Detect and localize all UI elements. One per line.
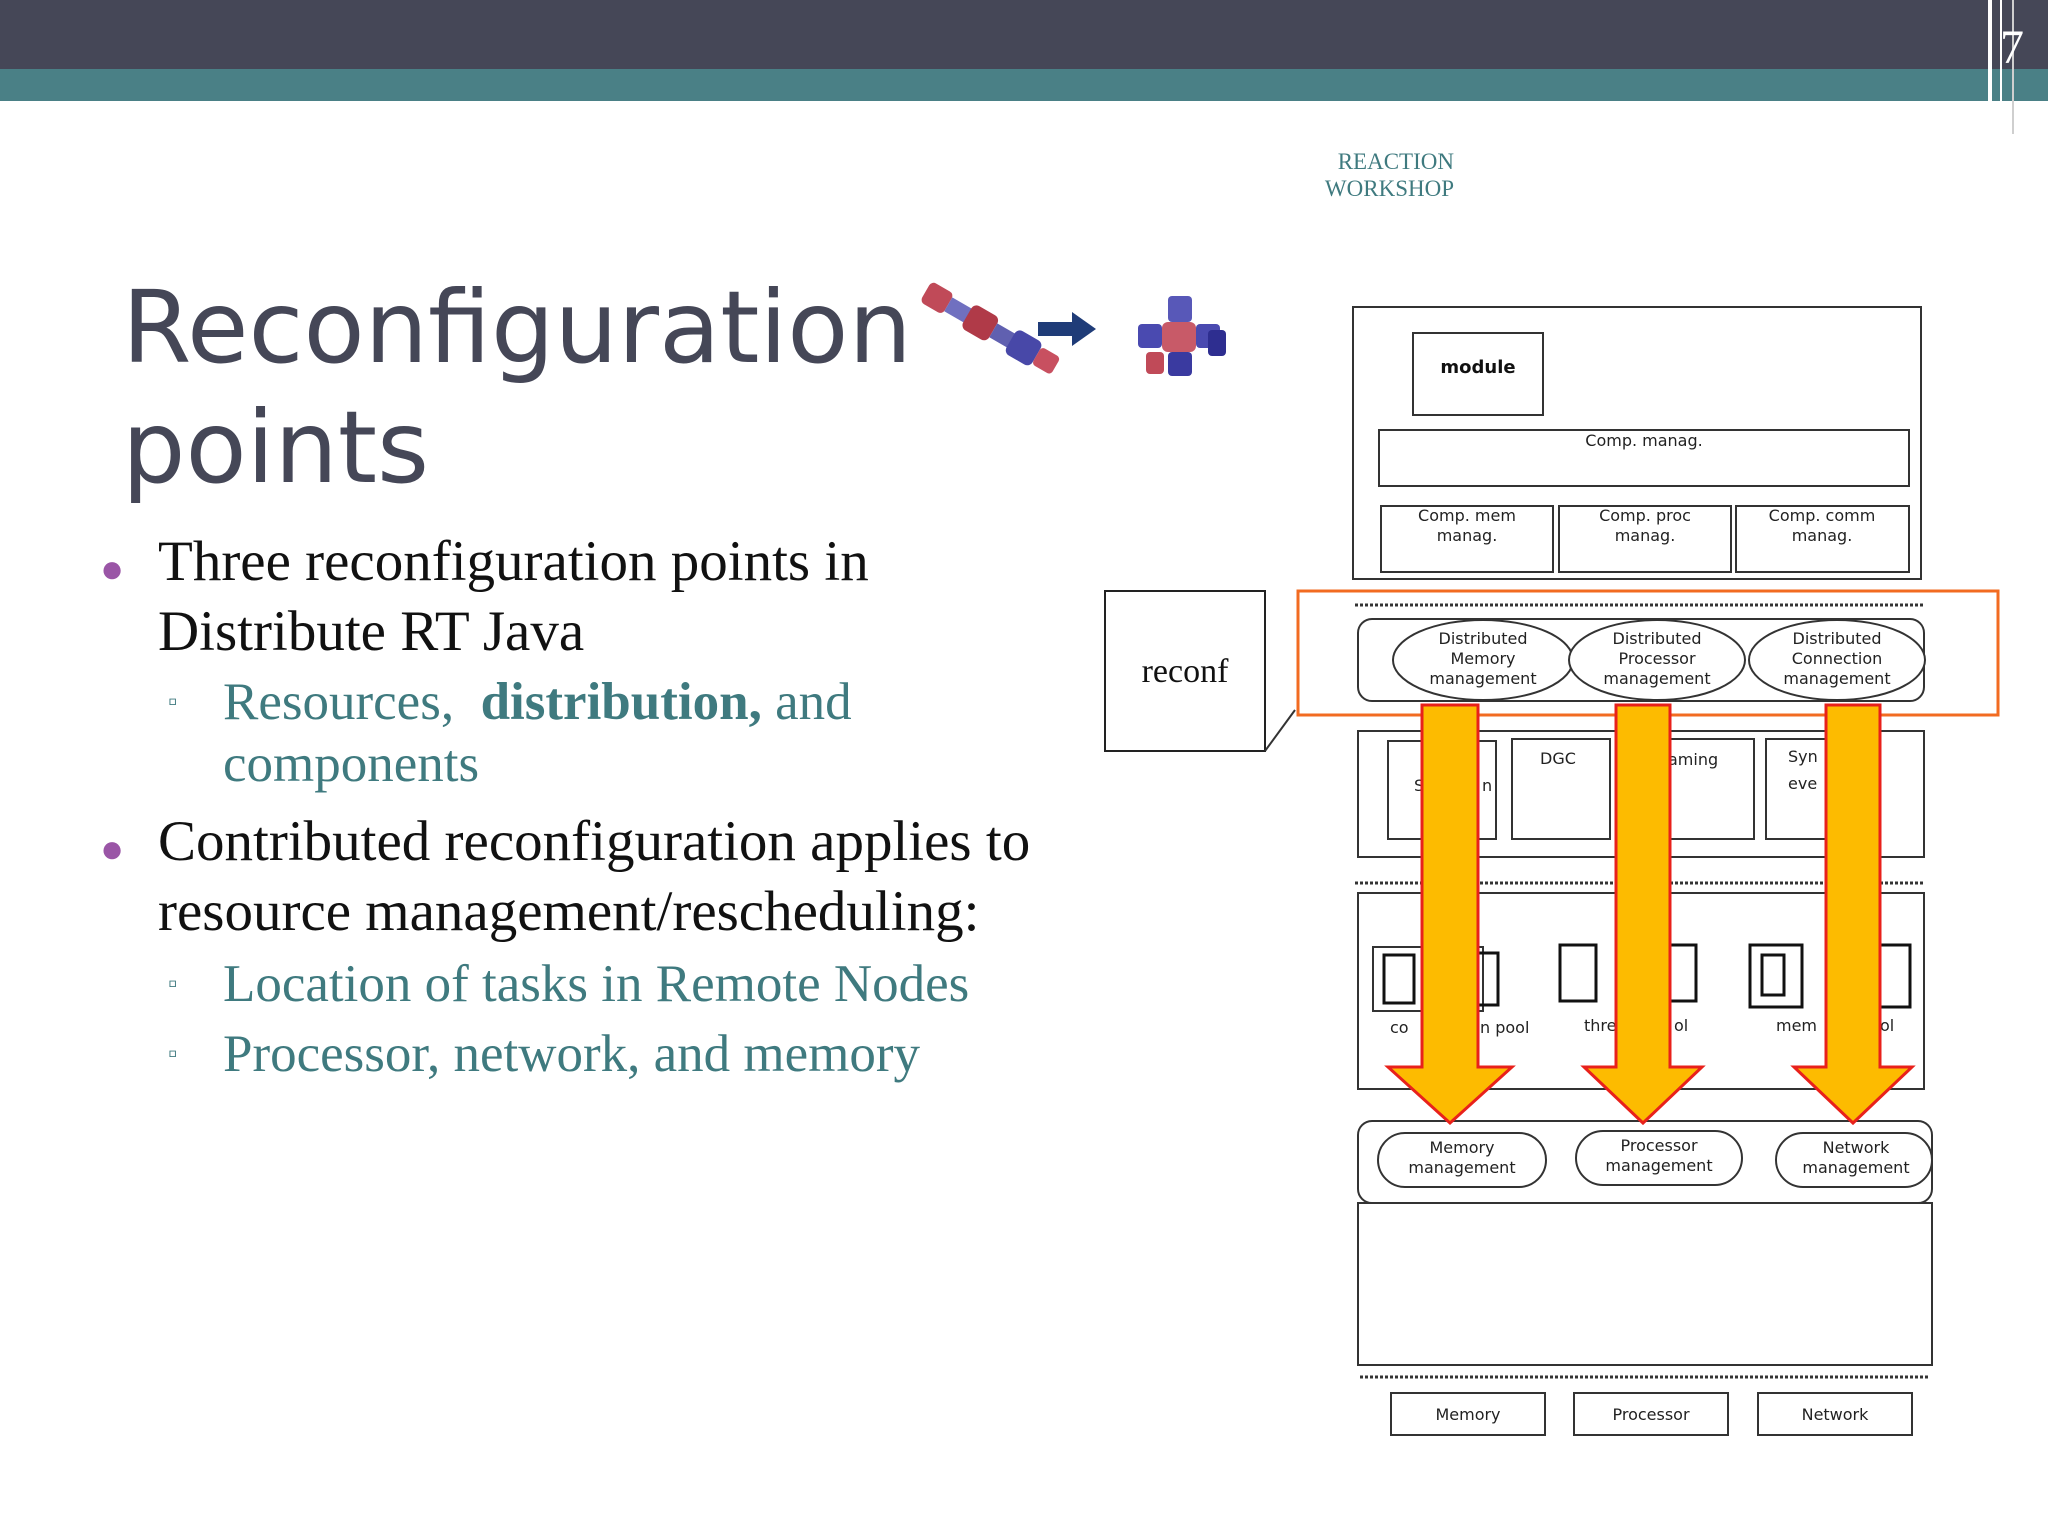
pool-label: n pool (1480, 1018, 1529, 1037)
sub-text: Resources, (223, 673, 481, 731)
down-arrow-processor (1580, 703, 1706, 1126)
distributed-connection-ellipse (1748, 619, 1926, 701)
sub-bullet-marker: ▫ (168, 1039, 178, 1068)
header-accent-line-2 (1212, 126, 1652, 132)
bullet-line: resource management/rescheduling: (158, 880, 980, 943)
processor-management-pill (1575, 1130, 1743, 1186)
down-arrow-memory (1384, 703, 1516, 1126)
memory-pool-icon (1760, 953, 1786, 997)
header-accent-line (1212, 110, 1898, 114)
network-label: Network (1802, 1405, 1870, 1424)
pool-label: ol (1880, 1016, 1894, 1035)
reconf-label: reconf (1142, 653, 1230, 690)
title-line-1: Reconfiguration (122, 269, 912, 386)
reconf-connector (1264, 709, 1296, 752)
comp-mem-box (1380, 505, 1554, 573)
corner-line (1988, 0, 1992, 134)
service-label-sync: Syn (1788, 747, 1818, 766)
service-label: S (1414, 776, 1424, 795)
pool-label: co (1390, 1018, 1409, 1037)
sub-bullet-marker: ▫ (168, 687, 178, 716)
bullet-dot: ● (100, 826, 125, 871)
reconf-box (1104, 590, 1266, 752)
bullet-line: Three reconfiguration points in (158, 530, 869, 593)
service-label-sync-2: eve (1788, 774, 1817, 793)
slide-title: Reconfiguration points (122, 268, 912, 508)
cross-robot (1138, 296, 1226, 376)
sub-bullet-marker: ▫ (168, 969, 178, 998)
comp-proc-box (1558, 505, 1732, 573)
pool-icon (1382, 953, 1416, 1005)
sub-bullet-text: Resources, distribution, and components (223, 671, 1160, 795)
module-label: module (1440, 357, 1515, 378)
sub-bullet-text: Processor, network, and memory (223, 1025, 921, 1083)
sub-bullet: ▫ Processor, network, and memory (100, 1023, 1160, 1085)
comp-comm-box (1735, 505, 1910, 573)
service-label-naming: aming (1668, 750, 1718, 769)
bullet-list: ● Three reconfiguration points in Distri… (100, 527, 1160, 1085)
processor-label: Processor (1612, 1405, 1689, 1424)
down-arrow-network (1790, 703, 1916, 1126)
sub-bullet: ▫ Location of tasks in Remote Nodes (100, 953, 1160, 1015)
module-box (1412, 332, 1544, 416)
comp-manag-label: Comp. manag. (1585, 431, 1702, 450)
sub-text: and (761, 673, 852, 731)
bullet-line: Contributed reconfiguration applies to (158, 810, 1031, 873)
memory-box (1390, 1392, 1546, 1436)
bullet-item-1: ● Three reconfiguration points in Distri… (100, 527, 1160, 795)
slide-number: 7 (2000, 21, 2024, 74)
workshop-label: REACTION WORKSHOP (1324, 149, 1454, 201)
network-box (1757, 1392, 1913, 1436)
header-dark-bar (0, 0, 2048, 69)
bullet-item-2: ● Contributed reconfiguration applies to… (100, 807, 1160, 1085)
service-label: n (1482, 776, 1492, 795)
lower-layer-box (1357, 1202, 1933, 1366)
header-teal-bar (0, 69, 2048, 101)
bullet-line: Distribute RT Java (158, 600, 585, 663)
network-management-pill (1775, 1132, 1933, 1188)
distributed-processor-ellipse (1568, 619, 1746, 701)
pool-label: mem (1776, 1016, 1817, 1035)
bullet-text: Three reconfiguration points in Distribu… (158, 527, 1160, 667)
header-divider-line (0, 101, 1212, 107)
memory-management-pill (1377, 1132, 1547, 1188)
processor-box (1573, 1392, 1729, 1436)
bullet-dot: ● (100, 546, 125, 591)
component-layer-box (1352, 306, 1922, 580)
bullet-text: Contributed reconfiguration applies to r… (158, 807, 1160, 947)
title-line-2: points (122, 389, 430, 506)
comp-manag-box (1378, 429, 1910, 487)
sub-text-line-2: components (223, 735, 480, 793)
pool-label: ol (1674, 1016, 1688, 1035)
thread-pool-icon (1558, 943, 1598, 1003)
chain-robot (921, 282, 1060, 374)
sub-text-bold: distribution, (480, 673, 762, 731)
service-label-dgc: DGC (1540, 749, 1576, 768)
sub-bullet: ▫ Resources, distribution, and component… (100, 671, 1160, 795)
memory-pool-icon (1748, 943, 1804, 1009)
corner-line (2012, 0, 2014, 134)
pool-label: thre (1584, 1016, 1616, 1035)
arrow-right-icon (1038, 312, 1096, 346)
memory-label: Memory (1435, 1405, 1500, 1424)
robot-modules-illustration (921, 282, 1226, 376)
corner-line (2000, 0, 2002, 134)
service-box-dgc (1511, 738, 1611, 840)
sub-bullet-text: Location of tasks in Remote Nodes (223, 955, 970, 1013)
